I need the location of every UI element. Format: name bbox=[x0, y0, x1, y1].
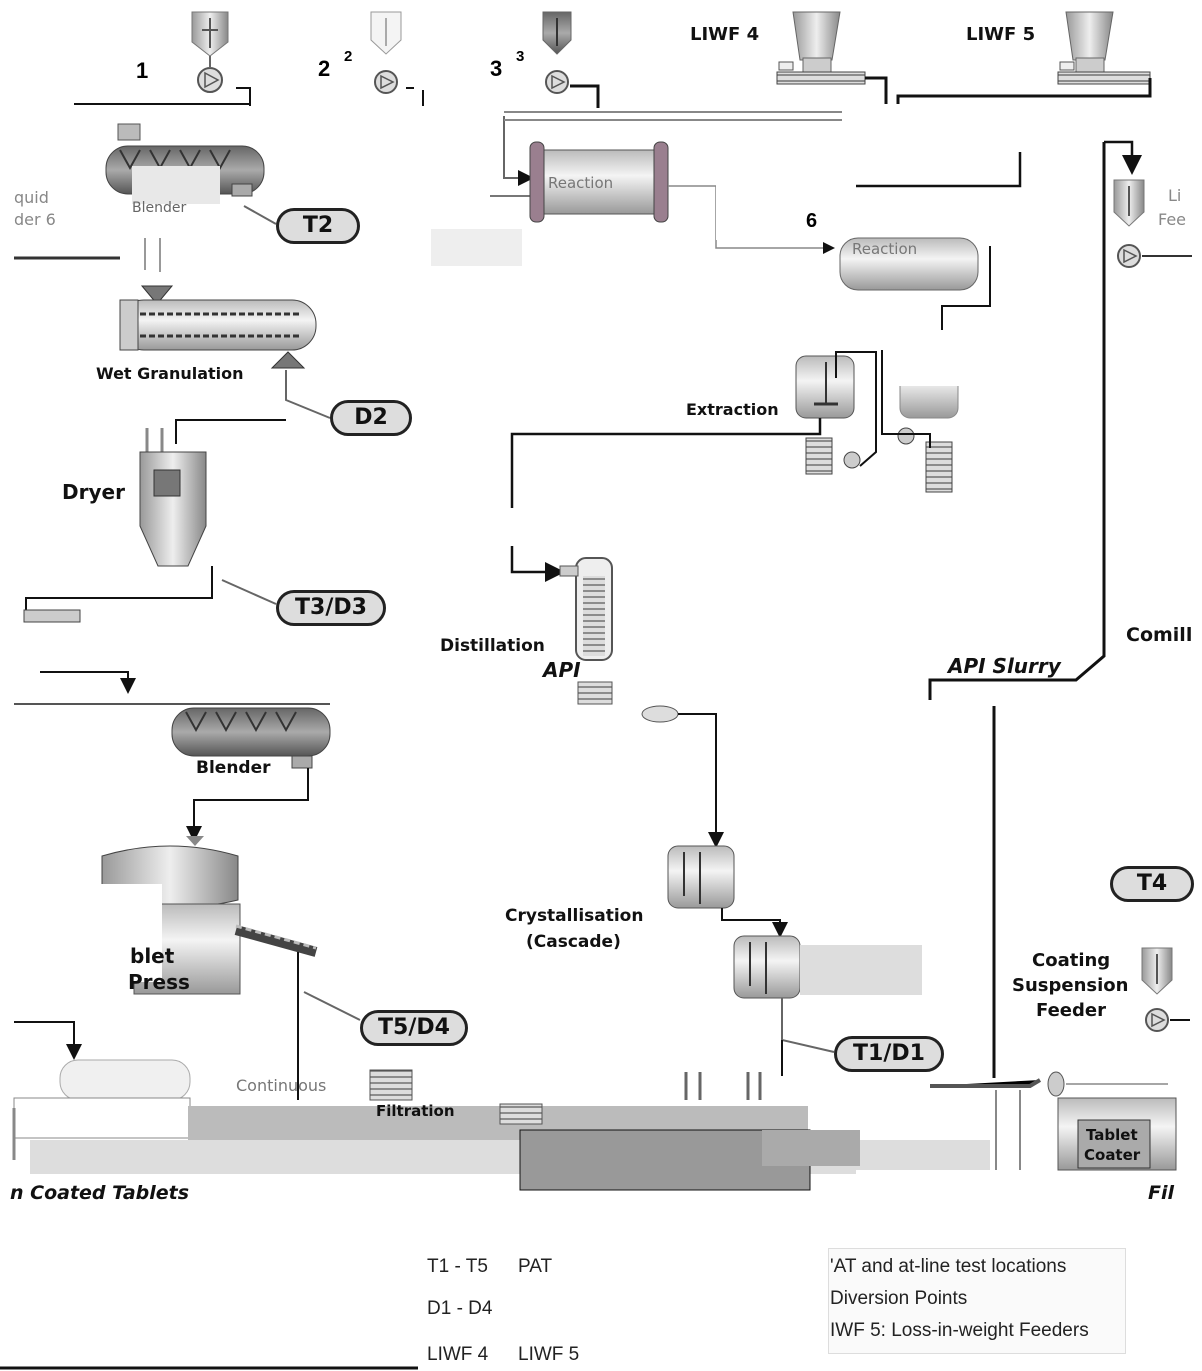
tag-t2: T2 bbox=[276, 208, 360, 244]
tablet-coater-label-2: Coater bbox=[1084, 1146, 1140, 1164]
tag-d2: D2 bbox=[330, 400, 412, 436]
distillation-column-icon bbox=[560, 558, 612, 704]
legend-t-abbr: PAT bbox=[518, 1256, 552, 1278]
right-feeder-label-2: Fee bbox=[1158, 210, 1186, 229]
stream-6-number: 6 bbox=[806, 210, 817, 233]
liwf4-feeder-icon bbox=[777, 12, 865, 84]
feeder-1-icon bbox=[192, 12, 228, 92]
legend-box: T1 - T5 PAT 'AT and at-line test locatio… bbox=[418, 1248, 1130, 1371]
feeder-2-number: 2 bbox=[318, 56, 330, 82]
coating-feeder-icon bbox=[1142, 948, 1172, 1031]
tag-t5d4: T5/D4 bbox=[360, 1010, 468, 1046]
liquid-feeder-label-1: quid bbox=[14, 188, 49, 207]
blender-label: Blender bbox=[196, 758, 271, 778]
tablet-press-label-1: blet bbox=[130, 944, 174, 968]
wet-granulator-icon bbox=[120, 286, 316, 368]
continuous-label: Continuous bbox=[236, 1076, 326, 1095]
api-slurry-label: API Slurry bbox=[948, 654, 1061, 678]
legend-liwf-code: LIWF 4 bbox=[427, 1344, 488, 1366]
liquid-feeder-label-2: der 6 bbox=[14, 210, 56, 229]
crystallisation-label-2: (Cascade) bbox=[526, 932, 621, 952]
tablet-coater-label-1: Tablet bbox=[1086, 1126, 1138, 1144]
extraction-label: Extraction bbox=[686, 400, 779, 419]
fil-right-label: Fil bbox=[1148, 1182, 1174, 1204]
right-feeder-label-1: Li bbox=[1168, 186, 1181, 205]
legend-d-desc: Diversion Points bbox=[830, 1288, 967, 1310]
legend-t-code: T1 - T5 bbox=[427, 1256, 488, 1278]
feeder-2-icon bbox=[371, 12, 401, 93]
api-label: API bbox=[543, 658, 581, 682]
comill-label: Comill bbox=[1126, 624, 1192, 646]
tablet-press-label-2: Press bbox=[128, 970, 190, 994]
liwf5-feeder-icon bbox=[1058, 12, 1150, 84]
feeder-1-number: 1 bbox=[136, 58, 148, 84]
feeder-3-number: 3 bbox=[490, 56, 502, 82]
tag-t4: T4 bbox=[1110, 866, 1194, 902]
distillation-label: Distillation bbox=[440, 636, 545, 656]
reaction-1-label: Reaction bbox=[548, 174, 613, 192]
feeder-3-icon bbox=[543, 12, 571, 93]
feeder-right-icon bbox=[1114, 180, 1144, 267]
liwf5-label: LIWF 5 bbox=[966, 24, 1035, 45]
wet-granulation-label: Wet Granulation bbox=[96, 364, 244, 383]
crystalliser-2-icon bbox=[734, 936, 800, 998]
coating-feeder-label-1: Coating bbox=[1032, 950, 1110, 971]
separator-icon bbox=[642, 706, 678, 722]
blender-top-label: Blender bbox=[132, 200, 186, 216]
coated-tablets-label: n Coated Tablets bbox=[10, 1182, 189, 1204]
tag-t3d3: T3/D3 bbox=[276, 590, 386, 626]
coating-feeder-label-3: Feeder bbox=[1036, 1000, 1106, 1021]
feeder-3-superscript: 3 bbox=[516, 48, 524, 65]
crystallisation-label-1: Crystallisation bbox=[505, 906, 643, 926]
tag-t1d1: T1/D1 bbox=[834, 1036, 944, 1072]
legend-t-desc: 'AT and at-line test locations bbox=[830, 1256, 1066, 1278]
legend-liwf-abbr: LIWF 5 bbox=[518, 1344, 579, 1366]
coating-feeder-label-2: Suspension bbox=[1012, 975, 1128, 996]
dryer-icon bbox=[140, 428, 206, 566]
legend-d-code: D1 - D4 bbox=[427, 1298, 492, 1320]
dryer-label: Dryer bbox=[62, 480, 125, 504]
filtration-label: Filtration bbox=[376, 1102, 455, 1120]
liwf4-label: LIWF 4 bbox=[690, 24, 759, 45]
reaction-2-label: Reaction bbox=[852, 240, 917, 258]
legend-liwf-desc: IWF 5: Loss-in-weight Feeders bbox=[830, 1320, 1089, 1342]
crystalliser-1-icon bbox=[668, 846, 734, 908]
feeder-2-superscript: 2 bbox=[344, 48, 352, 65]
